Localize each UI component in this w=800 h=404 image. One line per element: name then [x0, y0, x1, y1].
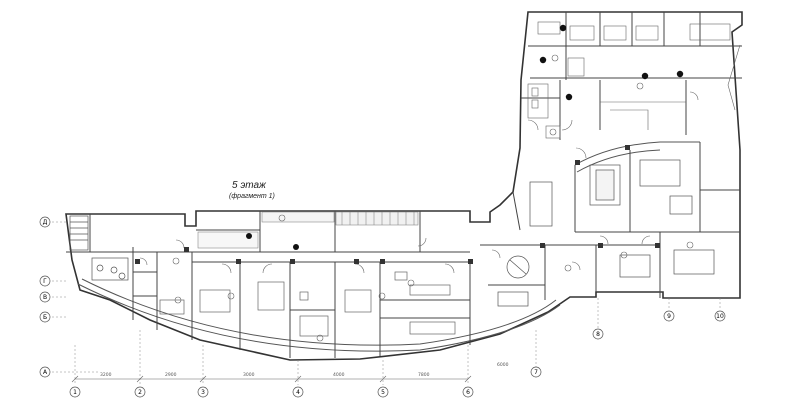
- axis-label: 2: [138, 389, 142, 396]
- axis-label: Б: [43, 314, 47, 321]
- axis-markers-left: Д Г В Б А: [39, 216, 51, 378]
- room-tags: [172, 54, 694, 342]
- dimension-line: [71, 375, 472, 383]
- columns: [135, 145, 660, 264]
- axis-markers-bottom: 1 2 3 4 5 6 7 8 9 10: [69, 310, 726, 398]
- grid-lines: [52, 221, 721, 385]
- dimension-labels: 3200 2900 3000 4000 7800 6000: [100, 362, 509, 378]
- doors-right: [491, 91, 699, 271]
- axis-label: 6: [466, 389, 470, 396]
- plan-subtitle: (фрагмент 1): [229, 193, 275, 200]
- interior-walls-left: [66, 211, 471, 358]
- axis-label: 1: [73, 389, 77, 396]
- axis-label: 3: [201, 389, 205, 396]
- axis-label: Г: [43, 278, 47, 285]
- interior-walls-right: [480, 12, 742, 300]
- doors-left: [139, 237, 455, 274]
- service-strip: [197, 211, 419, 249]
- dimension-label: 7800: [418, 372, 430, 378]
- dimension-label: 3000: [243, 372, 255, 378]
- offices-top-right: [537, 21, 741, 130]
- plan-title: 5 этаж: [232, 180, 266, 191]
- dimension-label: 4000: [333, 372, 345, 378]
- dimension-label: 2900: [165, 372, 177, 378]
- axis-label: В: [43, 294, 47, 301]
- building-outline: [65, 11, 743, 361]
- dimension-label: 6000: [497, 362, 509, 368]
- axis-label: 10: [716, 313, 724, 320]
- axis-label: 9: [667, 313, 671, 320]
- marker-dots: [246, 24, 684, 250]
- axis-label: 7: [534, 369, 538, 376]
- axis-label: 5: [381, 389, 385, 396]
- desks-left: [159, 271, 456, 337]
- dimension-label: 3200: [100, 372, 112, 378]
- axis-label: 8: [596, 331, 600, 338]
- central-rooms: [497, 159, 715, 307]
- axis-label: 4: [296, 389, 300, 396]
- toilet-block: [527, 57, 585, 139]
- axis-label: Д: [43, 219, 48, 226]
- left-stair: [69, 215, 129, 281]
- axis-label: А: [43, 369, 48, 376]
